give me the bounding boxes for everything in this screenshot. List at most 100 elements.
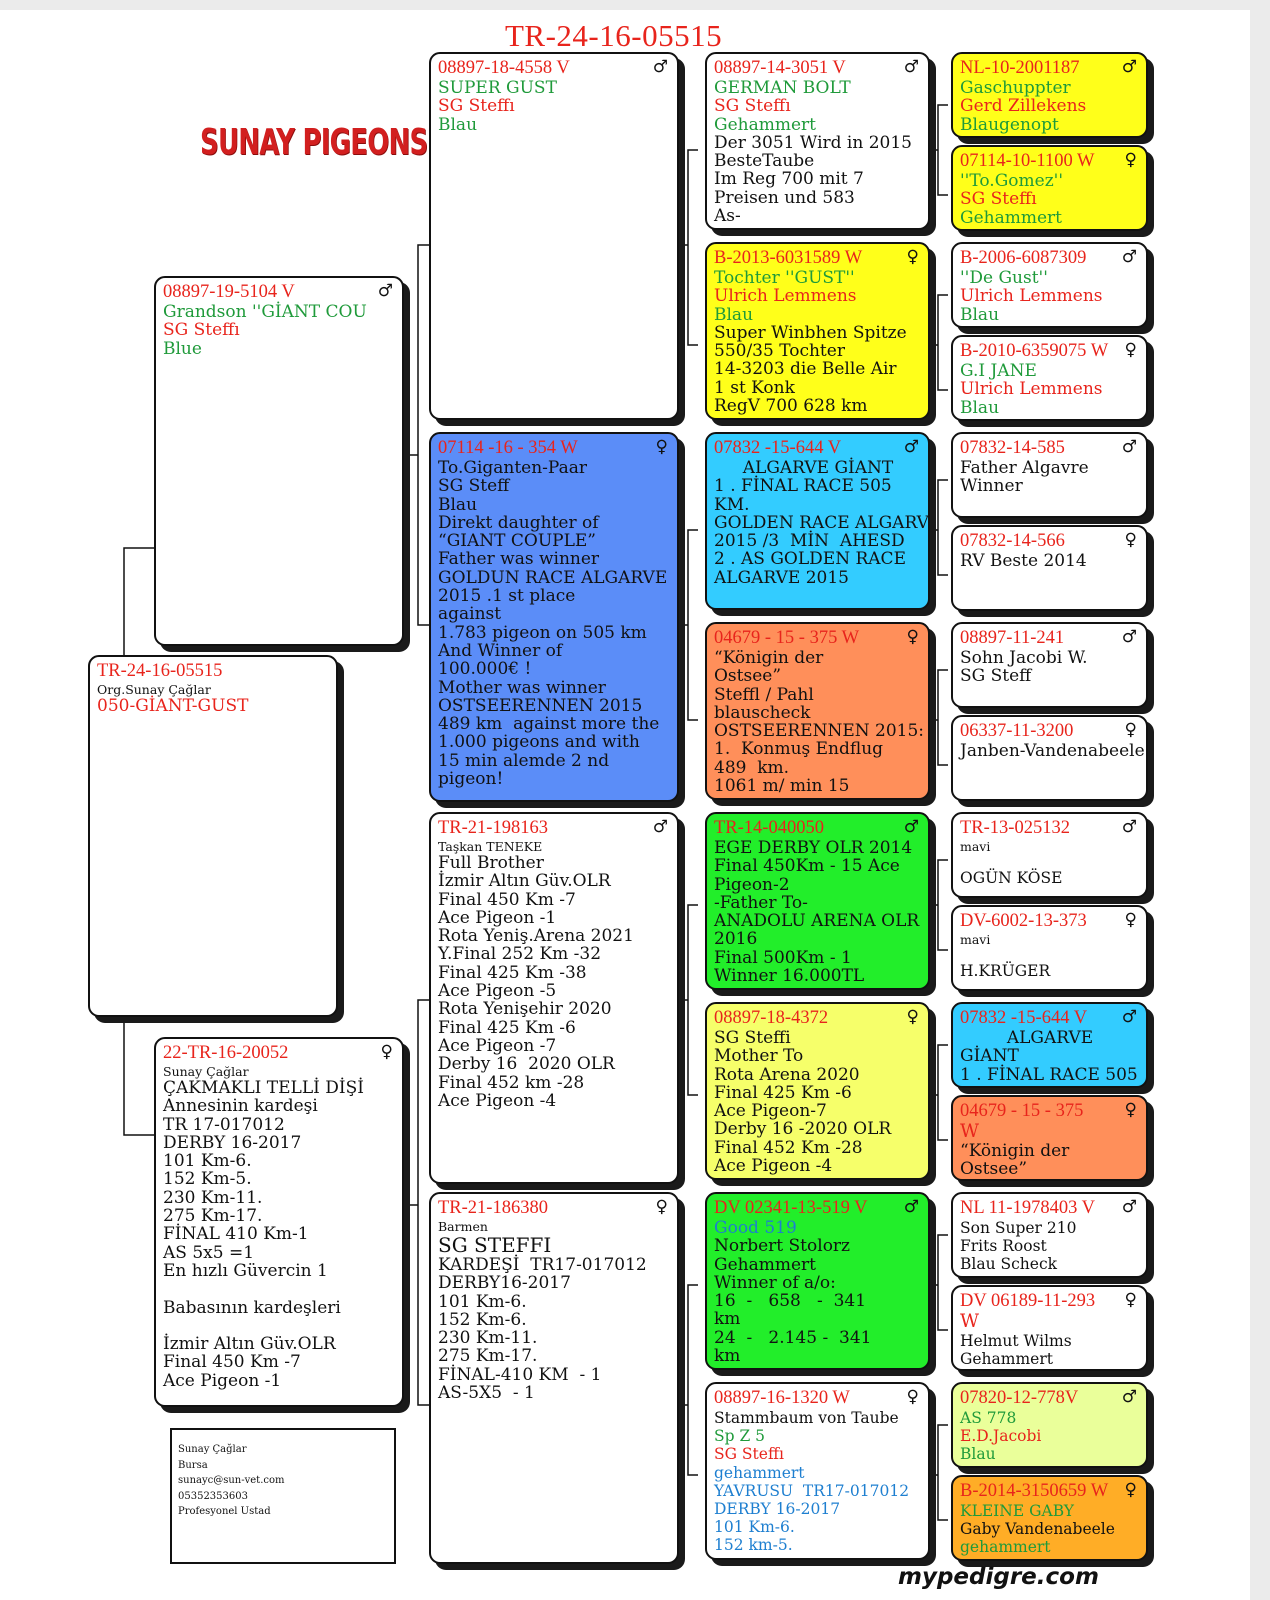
card-text-line: Frits Roost [960, 1237, 1047, 1256]
female-symbol-icon: ♀ [906, 247, 919, 267]
card-text-line: AS-5X5 - 1 [438, 1383, 535, 1404]
card-text-line: Ace Pigeon -4 [714, 1156, 833, 1177]
card-text-line: G.I JANE [960, 361, 1037, 381]
card-text-line: Ace Pigeon -1 [163, 1370, 282, 1391]
card-text-line: Barmen [438, 1219, 488, 1234]
card-text-line: “GIANT COUPLE” [438, 531, 596, 552]
card-text-line: “Königin der [960, 1141, 1070, 1161]
contact-line: sunayc@sun-vet.com [178, 1475, 285, 1486]
card-text-line: gehammert [714, 1463, 805, 1482]
card-text-line: 1 st Konk [714, 377, 795, 398]
male-symbol-icon: ♂ [377, 281, 393, 301]
card-text-line [163, 1280, 396, 1298]
male-symbol-icon: ♂ [1121, 627, 1137, 647]
card-text-line: Im Reg 700 mit 7 [714, 169, 864, 190]
card-text-line: Ace Pigeon -5 [438, 981, 557, 1002]
card-text-line: Blau [960, 397, 1000, 418]
card-text-line: Rota Yeniş.Arena 2021 [438, 926, 634, 947]
contact-line: 05352353603 [178, 1490, 248, 1502]
card-text-line: Blaugenopt [960, 114, 1059, 135]
ring-number: 08897-18-4558 V [438, 58, 570, 78]
card-text-line [960, 854, 1140, 869]
card-text-line: Direkt daughter of [438, 512, 599, 533]
card-text-line: “Königin der [714, 648, 824, 668]
ring-number: 07114 -16 - 354 W [438, 438, 578, 458]
card-text-line: 2015 /3 MİN AHESD [714, 531, 905, 552]
card-text-line: DERBY16-2017 [438, 1273, 571, 1294]
card-text-line: Mother To [714, 1046, 804, 1067]
card-text-line: GİANT [960, 1046, 1019, 1067]
card-text-line: SG Steffı [714, 1445, 784, 1464]
card-text-line: mavi [960, 932, 991, 947]
pedigree-card-g8: 06337-11-3200♀Janben-Vandenabeele [951, 715, 1148, 801]
male-symbol-icon: ♂ [903, 1197, 919, 1217]
card-text-line: 2016 [714, 929, 758, 950]
card-text-line: 16 - 658 - 341 [714, 1291, 867, 1312]
ring-number: 07832-14-585 [960, 438, 1065, 458]
card-text-line: Derby 16 2020 OLR [438, 1054, 615, 1075]
card-text-line: Mother was winner [438, 677, 606, 698]
female-symbol-icon: ♀ [655, 437, 668, 457]
card-text-line: Blau [960, 304, 1000, 325]
ring-number: DV-6002-13-373 [960, 911, 1087, 931]
male-symbol-icon: ♂ [903, 437, 919, 457]
ring-number: TR-13-025132 [960, 818, 1070, 838]
female-symbol-icon: ♀ [1124, 1100, 1137, 1120]
card-text-line: Final 452 Km -28 [714, 1137, 863, 1158]
ring-number: 04679 - 15 - 375 W [714, 628, 860, 648]
male-symbol-icon: ♂ [1121, 1007, 1137, 1027]
card-text-line: Ace Pigeon -4 [438, 1090, 557, 1111]
card-text-line: 1.000 pigeons and with [438, 732, 640, 753]
female-symbol-icon: ♀ [655, 1197, 668, 1217]
card-text-line: W [960, 1311, 980, 1332]
card-text-line [960, 947, 1140, 962]
card-text-line: And Winner of [438, 640, 563, 661]
card-text-line: 152 Km-6. [438, 1309, 527, 1330]
card-text-line: Final 425 Km -6 [438, 1017, 576, 1038]
card-text-line: Gehammert [960, 1350, 1053, 1369]
card-text-line: mavi [960, 839, 991, 854]
card-text-line: 101 Km-6. [163, 1151, 252, 1172]
female-symbol-icon: ♀ [1124, 720, 1137, 740]
ring-number: 04679 - 15 - 375 [960, 1101, 1084, 1121]
ring-number: B-2006-6087309 [960, 248, 1087, 268]
card-text-line: Preisen und 583 [714, 187, 855, 208]
card-text-line: Gehammert [960, 207, 1062, 228]
pedigree-card-g6: 07832-14-566♀RV Beste 2014 [951, 525, 1148, 611]
card-text-line: 152 km-5. [714, 1536, 793, 1555]
card-text-line: Super Winbhen Spitze [714, 322, 907, 343]
card-text-line: Pigeon-2 [714, 874, 790, 895]
card-text-line: W [960, 1121, 980, 1142]
card-text-line: Gaby Vandenabeele [960, 1520, 1115, 1539]
ring-number: B-2010-6359075 W [960, 341, 1109, 361]
pedigree-card-g10: DV-6002-13-373♀mavi H.KRÜGER [951, 905, 1148, 991]
male-symbol-icon: ♂ [1121, 1197, 1137, 1217]
ring-number: TR-21-186380 [438, 1198, 548, 1218]
card-text-line: Sunay Çağlar [163, 1064, 249, 1079]
card-text-line: Final 452 km -28 [438, 1072, 585, 1093]
card-text-line: 230 Km-11. [438, 1328, 538, 1349]
card-text-line: Annesinin kardeşi [163, 1096, 318, 1117]
female-symbol-icon: ♀ [1124, 340, 1137, 360]
card-text-line: SG Steff [960, 666, 1032, 687]
contact-line: Bursa [178, 1459, 208, 1471]
card-text-line: SG Steffı [960, 189, 1037, 210]
card-text-line: Janben-Vandenabeele [960, 741, 1145, 761]
card-text-line: Blau Scheck [960, 1255, 1058, 1274]
card-text-line: Steffl / Pahl [714, 684, 814, 705]
card-text-line: GERMAN BOLT [714, 78, 851, 98]
card-text-line: Final 425 Km -6 [714, 1082, 852, 1103]
card-text-line: Ace Pigeon -1 [438, 907, 557, 928]
card-text-line: Gehammert [714, 114, 816, 135]
male-symbol-icon: ♂ [1121, 247, 1137, 267]
card-text-line: Blau [438, 114, 478, 135]
